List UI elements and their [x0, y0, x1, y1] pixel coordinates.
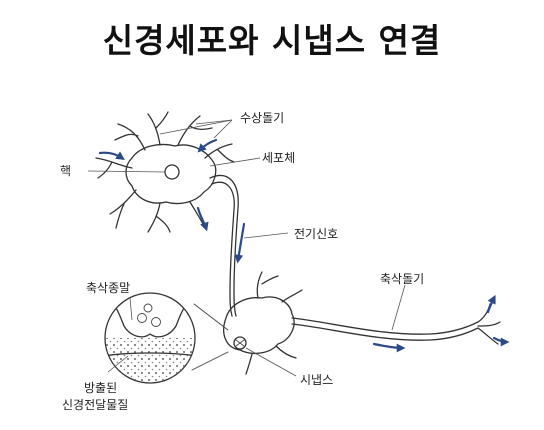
vesicle [143, 303, 153, 313]
label-released-line1: 방출된 [84, 381, 117, 395]
vesicle [137, 313, 147, 323]
dendrite-branch [177, 115, 213, 146]
presynaptic-terminal [107, 299, 193, 338]
signal-arrow [196, 206, 209, 232]
dendrite-branch [147, 202, 171, 233]
signal-arrow [234, 222, 246, 264]
label-electric-signal: 전기신호 [294, 227, 338, 241]
axon-upper-inner [211, 181, 235, 317]
vesicle [151, 317, 161, 327]
neurotransmitter-dots [105, 338, 195, 383]
axon-lower [291, 317, 479, 335]
label-cell-body: 세포체 [262, 151, 295, 165]
label-synapse: 시냅스 [300, 373, 333, 387]
label-dendrite: 수상돌기 [240, 111, 284, 125]
leader-line [195, 119, 233, 125]
dendrite-branch [281, 289, 303, 303]
leader-line [209, 157, 261, 167]
signal-arrow [98, 151, 125, 160]
leader-line [391, 284, 406, 331]
signal-arrow [372, 342, 406, 353]
dendrite-branch [204, 143, 235, 163]
synapse-terminal [233, 336, 247, 350]
dendrite-branch [256, 271, 279, 299]
dendrite-branch [245, 353, 253, 375]
leader-line [129, 297, 133, 321]
signal-arrow [486, 294, 496, 314]
signal-arrow [197, 138, 218, 153]
synapse-detail [235, 339, 245, 347]
leader-line [243, 232, 289, 239]
dendrite-branch [275, 345, 297, 359]
page-title: 신경세포와 시냅스 연결 [102, 21, 442, 60]
dendrite-branch [147, 111, 169, 146]
leader-line [87, 170, 166, 173]
label-axon-terminal: 축삭종말 [86, 281, 130, 295]
label-axon: 축삭돌기 [380, 272, 424, 286]
upper-neuron [95, 111, 239, 317]
synapse-zoom [104, 292, 229, 384]
leader-line [159, 119, 233, 135]
nucleus-circle [164, 164, 180, 180]
leader-line [107, 355, 129, 373]
axon-lower-inner [291, 323, 479, 341]
lower-neuron [223, 271, 501, 375]
label-released-line2: 신경전달물질 [62, 398, 128, 412]
dendrite-branch [109, 189, 137, 229]
cell-body-outline [125, 143, 217, 205]
zoom-connector [191, 303, 229, 371]
dendrite-branch [189, 201, 205, 227]
leader-line [213, 119, 233, 139]
dendrite-branch [114, 123, 146, 151]
postsynaptic-membrane [105, 352, 195, 357]
leader-line [245, 347, 297, 377]
axon-upper [209, 175, 239, 317]
label-nucleus: 핵 [60, 164, 71, 178]
signal-arrow [492, 336, 510, 347]
